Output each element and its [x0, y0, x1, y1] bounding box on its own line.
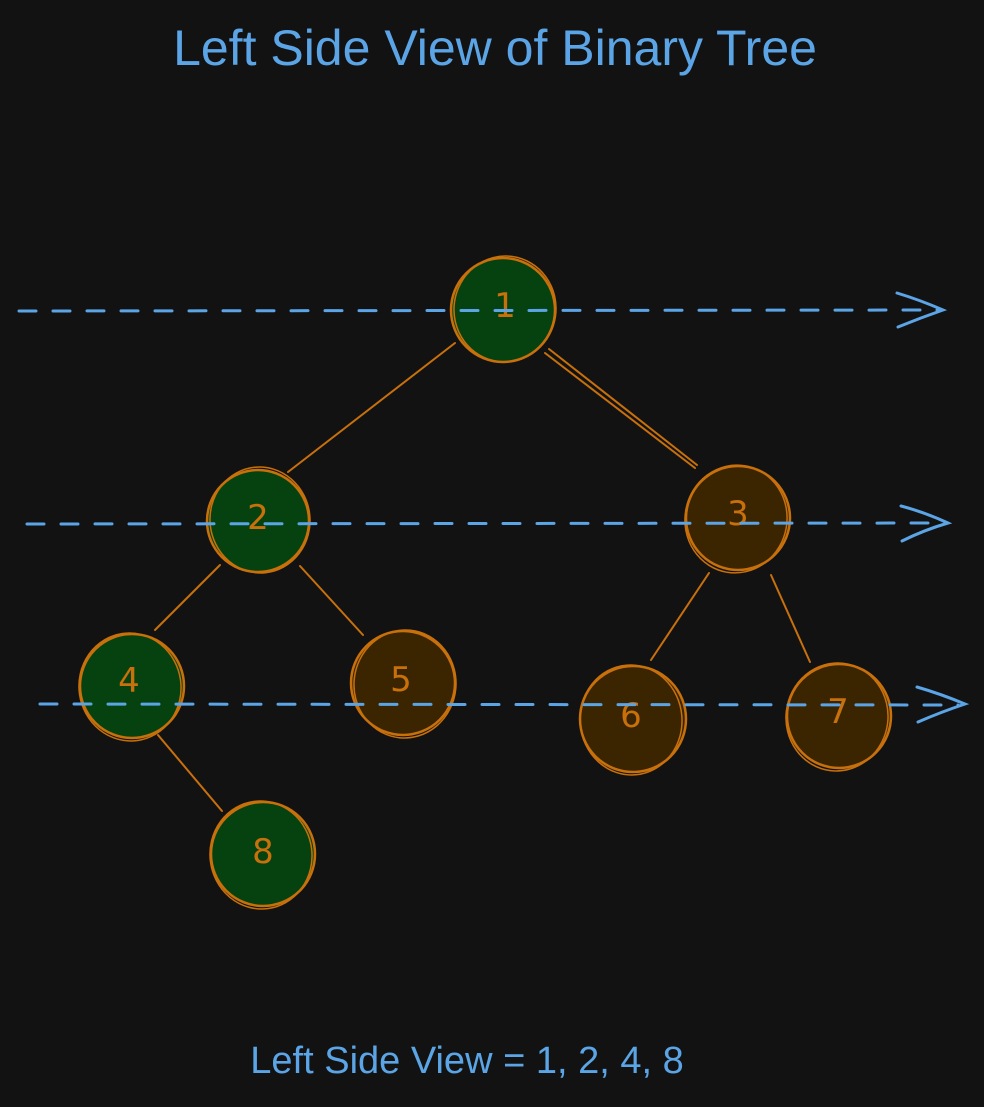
node-label: 3 [727, 494, 749, 534]
node-circle [209, 800, 317, 908]
node-label: 2 [247, 498, 269, 538]
edge-2-4 [154, 564, 221, 631]
arrowhead-icon [915, 685, 970, 724]
level-0-arrow [17, 291, 948, 329]
tree-node-5: 5 [349, 629, 457, 739]
level-1-arrow [25, 504, 953, 543]
tree-node-7: 7 [785, 662, 893, 772]
edge-3-6 [650, 572, 710, 661]
tree-node-4: 4 [78, 632, 186, 742]
edge-2-5 [299, 565, 364, 636]
dashed-line [25, 521, 942, 526]
node-label: 7 [827, 692, 849, 732]
tree-edges [154, 342, 811, 812]
node-circle [205, 468, 311, 574]
node-label: 8 [252, 832, 274, 872]
node-sketch-stroke [785, 662, 889, 772]
arrowhead-icon [899, 504, 953, 543]
node-circle [78, 632, 186, 740]
left-side-view-result: Left Side View = 1, 2, 4, 8 [250, 1040, 684, 1082]
node-label: 1 [494, 286, 516, 326]
node-sketch-stroke [684, 464, 788, 574]
edge-1-3 [544, 348, 698, 469]
node-circle [684, 464, 792, 572]
node-sketch-stroke [453, 255, 557, 363]
level-arrows [17, 291, 970, 724]
node-label: 5 [390, 660, 412, 700]
edge-1-2 [287, 342, 456, 473]
node-label: 6 [620, 696, 642, 736]
dashed-line [38, 702, 960, 707]
tree-node-2: 2 [205, 466, 311, 574]
tree-node-3: 3 [684, 464, 792, 574]
edge-4-8 [157, 734, 223, 812]
node-sketch-stroke [579, 664, 683, 776]
edge-3-7 [770, 574, 811, 663]
node-sketch-stroke [209, 800, 313, 910]
tree-node-6: 6 [578, 664, 688, 776]
node-sketch-stroke [353, 629, 457, 739]
tree-node-8: 8 [209, 800, 317, 910]
dashed-line [17, 308, 940, 313]
diagram-title: Left Side View of Binary Tree [173, 20, 817, 76]
level-2-arrow [38, 685, 970, 724]
node-circle [349, 629, 457, 737]
arrowhead-icon [895, 291, 948, 329]
node-label: 4 [118, 661, 140, 701]
node-sketch-stroke [78, 632, 182, 742]
node-circle [785, 662, 893, 770]
